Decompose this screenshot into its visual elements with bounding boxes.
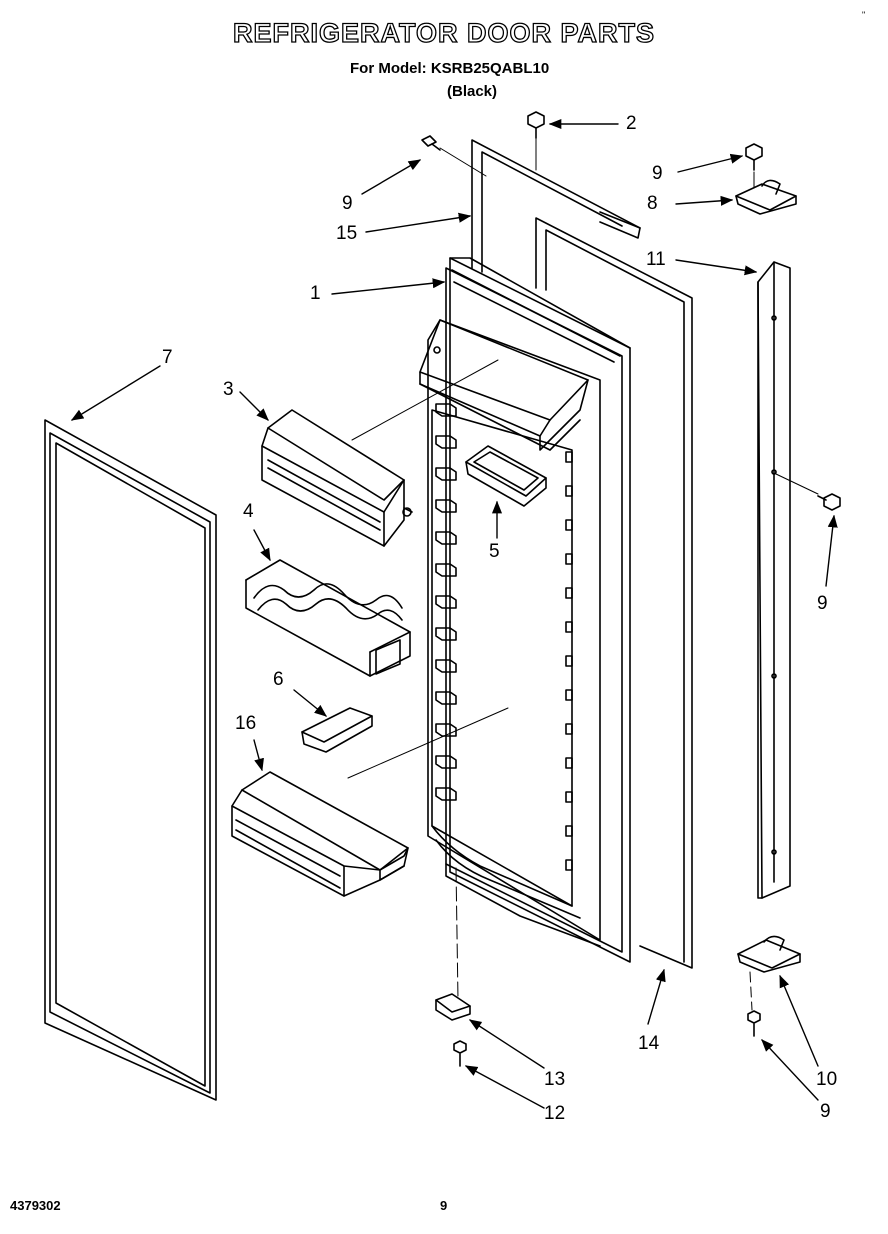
callout-1: 1 (310, 283, 321, 304)
liner-clips-left (436, 404, 456, 800)
part-4-utility-bin (246, 560, 410, 676)
callout-4: 4 (243, 501, 254, 522)
part-9-screw-top-right (746, 144, 762, 170)
part-14-insulation-panel (536, 218, 692, 968)
callout-5: 5 (489, 541, 500, 562)
page-number: 9 (440, 1198, 448, 1213)
part-16-door-bin (232, 772, 408, 896)
diagram-title: REFRIGERATOR DOOR PARTS (232, 17, 655, 48)
callout-9-top-right: 9 (652, 163, 663, 184)
part-9-screw-mid-right (818, 494, 840, 510)
callout-arrows (70, 118, 838, 1108)
part-11-trim (758, 262, 790, 898)
part-12-screw (454, 1041, 466, 1066)
model-line: For Model: KSRB25QABL10 (350, 60, 550, 77)
part-9-screw-bottom-right (748, 1011, 760, 1036)
callout-10: 10 (816, 1069, 838, 1090)
part-5-small-tray (466, 446, 546, 506)
part-9-screw-top-left (422, 136, 440, 150)
callout-3: 3 (223, 379, 234, 400)
part-2-screw (528, 112, 544, 138)
model-color: (Black) (447, 83, 498, 100)
part-1-inner-door-liner (420, 258, 630, 962)
part-8-top-hinge (736, 180, 796, 214)
callout-13: 13 (544, 1069, 566, 1090)
callout-16: 16 (235, 713, 257, 734)
screw-parts (422, 112, 840, 1066)
callout-15: 15 (336, 223, 358, 244)
callout-9-mid-right: 9 (817, 593, 828, 614)
part-3-dairy-door (262, 410, 412, 546)
callout-12: 12 (544, 1103, 566, 1124)
callout-14: 14 (638, 1033, 660, 1054)
callout-7: 7 (162, 347, 173, 368)
assembly-lines (348, 138, 818, 1010)
corner-mark: " (862, 10, 866, 20)
callout-9-top-left: 9 (342, 193, 353, 214)
part-13-hinge-bracket (436, 994, 470, 1020)
callout-11: 11 (646, 249, 666, 270)
part-15-outer-door-panel (472, 140, 640, 272)
part-code: 4379302 (10, 1198, 61, 1213)
part-6-bin-clip (302, 708, 372, 752)
liner-clips-right (566, 452, 572, 870)
callout-8: 8 (647, 193, 658, 214)
callout-6: 6 (273, 669, 284, 690)
callout-9-bottom-right: 9 (820, 1101, 831, 1122)
part-10-bottom-hinge (738, 936, 800, 972)
part-7-door-gasket (45, 420, 216, 1100)
callout-2: 2 (626, 113, 637, 134)
